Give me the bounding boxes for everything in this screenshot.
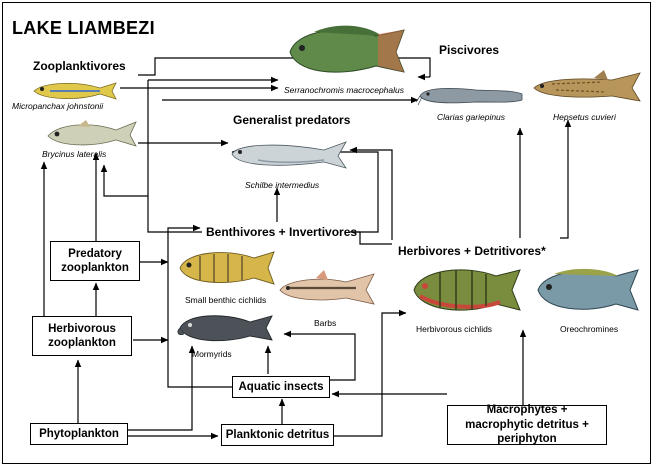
- label-oreochromines: Oreochromines: [560, 324, 619, 334]
- predatory-zooplankton-box: Predatory zooplankton: [50, 241, 140, 281]
- species-label-clarias: Clarias gariepinus: [437, 112, 506, 122]
- label-small-benthic-cichlids: Small benthic cichlids: [185, 295, 267, 305]
- oreochromine-fish-icon: [537, 268, 639, 311]
- barbs-fish-icon: [279, 270, 375, 305]
- phytoplankton-box: Phytoplankton: [30, 423, 128, 445]
- species-label-schilbe: Schilbe intermedius: [245, 180, 320, 190]
- brycinus-fish-icon: [47, 120, 137, 147]
- piscivores-heading: Piscivores: [439, 43, 500, 57]
- herbivorous-zooplankton-box: Herbivorous zooplankton: [32, 316, 132, 356]
- small-benthic-cichlid-fish-icon: [179, 251, 275, 285]
- label-barbs: Barbs: [314, 318, 337, 328]
- generalist-predators-heading: Generalist predators: [233, 113, 351, 127]
- diagram-title: LAKE LIAMBEZI: [12, 18, 155, 38]
- micropanchax-fish-icon: [33, 82, 117, 100]
- serranochromis-fish-icon: [289, 25, 405, 73]
- species-label-serranochromis: Serranochromis macrocephalus: [284, 85, 404, 95]
- herbivores-detritivores-heading: Herbivores + Detritivores*: [398, 244, 546, 258]
- aquatic-insects-box: Aquatic insects: [232, 376, 330, 398]
- planktonic-detritus-box: Planktonic detritus: [221, 424, 334, 446]
- macrophytes-box: Macrophytes + macrophytic detritus + per…: [447, 404, 607, 445]
- species-label-brycinus: Brycinus lateralis: [42, 149, 107, 159]
- species-label-micropanchax: Micropanchax johnstonii: [12, 101, 104, 111]
- herbivorous-cichlid-fish-icon: [413, 269, 521, 311]
- label-mormyrids: Mormyrids: [192, 349, 232, 359]
- label-herbivorous-cichlids: Herbivorous cichlids: [416, 324, 493, 334]
- zooplanktivores-heading: Zooplanktivores: [33, 59, 126, 73]
- mormyrid-fish-icon: [177, 315, 273, 342]
- diagram-border: [2, 2, 651, 464]
- clarias-fish-icon: [416, 88, 523, 106]
- schilbe-fish-icon: [231, 141, 347, 169]
- hepsetus-fish-icon: [533, 70, 641, 102]
- species-label-hepsetus: Hepsetus cuvieri: [553, 112, 616, 122]
- benthivores-invertivores-heading: Benthivores + Invertivores: [206, 225, 358, 239]
